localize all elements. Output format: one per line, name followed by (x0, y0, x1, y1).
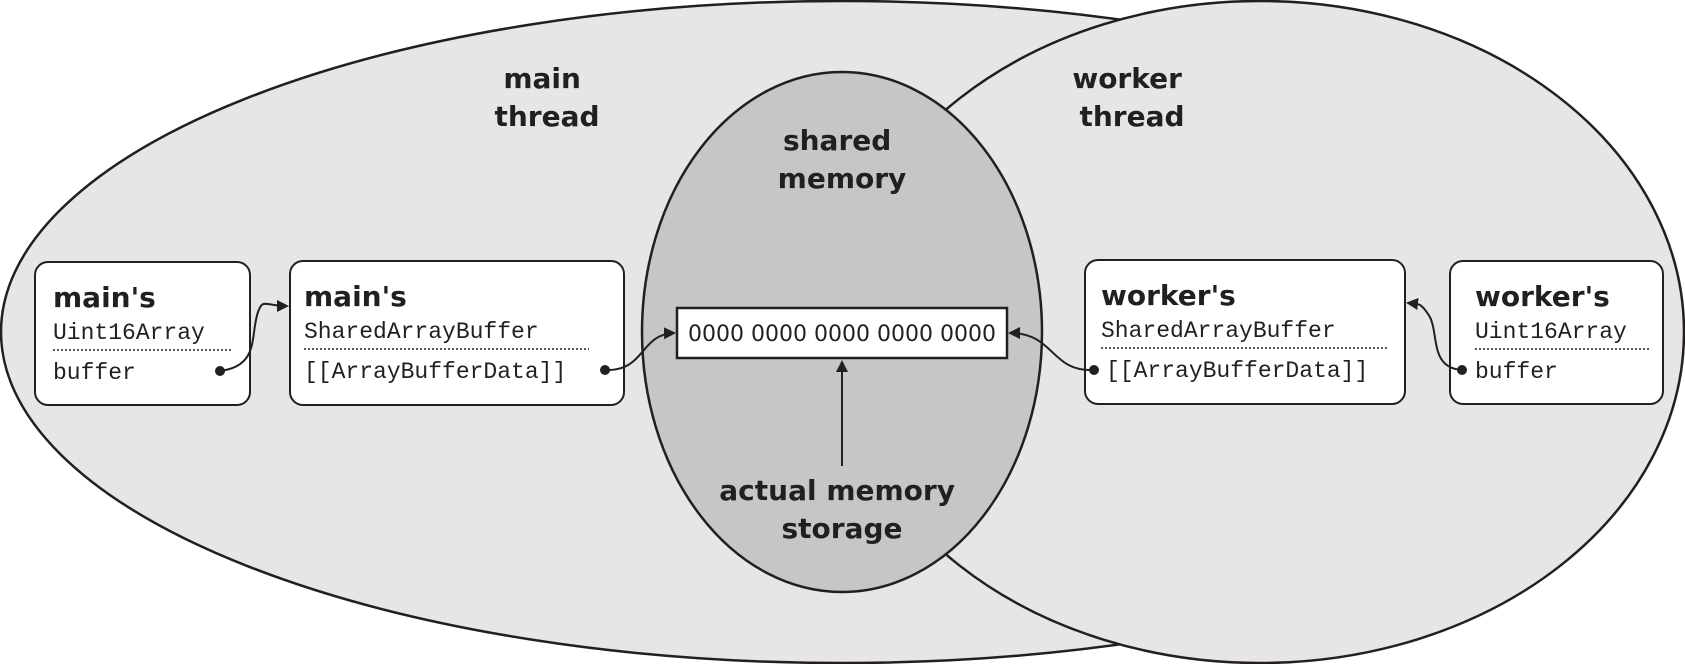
main-sharedarraybuffer-box: main's SharedArrayBuffer [[ArrayBufferDa… (289, 260, 625, 406)
main-uint16array-type: Uint16Array (53, 320, 205, 346)
main-thread-label-line2: thread (494, 100, 599, 133)
main-sab-to-memory-arrow (600, 327, 676, 375)
worker-uint16array-type: Uint16Array (1475, 319, 1627, 345)
worker-thread-label-line2: thread (1079, 100, 1184, 133)
shared-memory-label: shared memory (778, 124, 907, 195)
main-uint16array-box: main's Uint16Array buffer (34, 261, 251, 406)
memory-storage-value: 0000 0000 0000 0000 0000 (688, 322, 996, 347)
worker-uint16array-frame (1449, 260, 1664, 405)
storage-label-line1: actual memory (719, 474, 955, 507)
main-uint16array-title: main's (53, 281, 156, 314)
worker-sharedarraybuffer-frame (1084, 259, 1406, 405)
main-thread-label: main thread (494, 62, 599, 133)
worker-sharedarraybuffer-box: worker's SharedArrayBuffer [[ArrayBuffer… (1084, 259, 1406, 405)
main-sharedarraybuffer-frame (289, 260, 625, 406)
shared-memory-label-line2: memory (778, 162, 907, 195)
main-sharedarraybuffer-title: main's (304, 280, 407, 313)
main-thread-label-line1: main (503, 62, 581, 95)
worker-uint16array-field: buffer (1475, 359, 1558, 385)
main-sharedarraybuffer-type: SharedArrayBuffer (304, 319, 539, 345)
worker-thread-label: worker thread (1072, 62, 1191, 133)
worker-uint16array-title: worker's (1475, 280, 1610, 313)
main-uint16array-field: buffer (53, 360, 136, 386)
worker-sharedarraybuffer-type: SharedArrayBuffer (1101, 318, 1336, 344)
worker-sharedarraybuffer-field: [[ArrayBufferData]] (1106, 358, 1368, 384)
worker-uint16array-box: worker's Uint16Array buffer (1449, 260, 1664, 405)
storage-label-line2: storage (781, 512, 902, 545)
worker-sharedarraybuffer-title: worker's (1101, 279, 1236, 312)
worker-buffer-to-sab-arrow (1406, 298, 1467, 375)
main-buffer-to-sab-arrow (215, 299, 289, 376)
memory-storage-frame (675, 306, 1009, 360)
main-uint16array-frame (34, 261, 251, 406)
actual-memory-storage-label: actual memory storage (719, 474, 964, 545)
shared-memory-label-line1: shared (783, 124, 891, 157)
memory-storage-box: 0000 0000 0000 0000 0000 (675, 306, 1009, 360)
worker-thread-label-line1: worker (1072, 62, 1182, 95)
main-sharedarraybuffer-field: [[ArrayBufferData]] (304, 359, 566, 385)
worker-sab-to-memory-arrow (1008, 327, 1099, 375)
